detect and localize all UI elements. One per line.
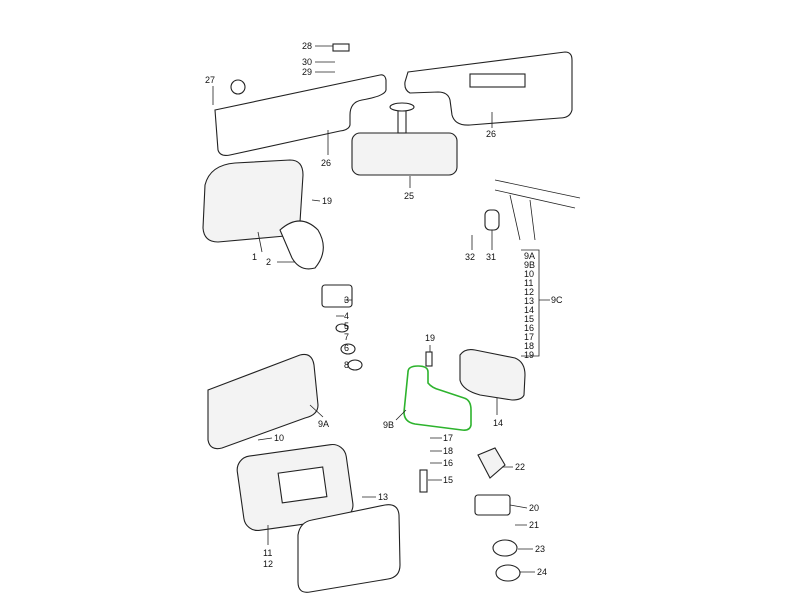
kit-item: 17 (524, 332, 534, 342)
part-31[interactable] (484, 209, 500, 231)
label: 21 (529, 520, 539, 530)
label: 3 (344, 295, 349, 305)
label: 26 (321, 158, 331, 168)
mount-base-3[interactable] (321, 284, 353, 308)
door-frame (494, 179, 581, 241)
kit-item: 9B (524, 260, 535, 270)
label: 17 (443, 433, 453, 443)
kit-item: 12 (524, 287, 534, 297)
label: 2 (266, 257, 271, 267)
label: 14 (493, 418, 503, 428)
mirror-stem (397, 107, 407, 134)
label: 8 (344, 360, 349, 370)
sun-visor-right[interactable] (404, 51, 573, 126)
mirror-bracket-2[interactable] (279, 220, 324, 270)
vanity-mirror (469, 73, 526, 88)
label: 25 (404, 191, 414, 201)
kit-item: 16 (524, 323, 534, 333)
label: 31 (486, 252, 496, 262)
label: 22 (515, 462, 525, 472)
part-labels: 28 30 29 27 26 26 25 19 1 2 3 4 5 7 6 8 … (205, 41, 547, 577)
kit-item: 15 (524, 314, 534, 324)
mirror-glass-12[interactable] (297, 504, 401, 593)
label: 30 (302, 57, 312, 67)
label: 23 (535, 544, 545, 554)
label: 7 (344, 332, 349, 342)
bolt-15[interactable] (419, 469, 428, 493)
label: 24 (537, 567, 547, 577)
label: 28 (302, 41, 312, 51)
part-9B-highlighted[interactable] (403, 365, 472, 431)
leader-lines (212, 45, 550, 573)
label: 20 (529, 503, 539, 513)
label: 5 (344, 321, 349, 331)
label: 1 (252, 252, 257, 262)
label: 19 (425, 333, 435, 343)
screw-19[interactable] (425, 351, 433, 367)
kit-item: 19 (524, 350, 534, 360)
label: 6 (344, 343, 349, 353)
kit-item: 13 (524, 296, 534, 306)
mirror-base (389, 102, 415, 112)
label: 19 (322, 196, 332, 206)
mirror-9A[interactable] (207, 353, 319, 450)
label: 9B (383, 420, 394, 430)
kit-item: 9A (524, 251, 535, 261)
label: 26 (486, 129, 496, 139)
label: 11 (263, 548, 272, 558)
kit-item: 10 (524, 269, 534, 279)
visor-mount-27[interactable] (230, 79, 246, 95)
label: 18 (443, 446, 453, 456)
label: 32 (465, 252, 475, 262)
kit-item: 18 (524, 341, 534, 351)
kit-list: 9A 9B 10 11 12 13 14 15 16 17 18 19 9C (524, 251, 563, 360)
label: 9A (318, 419, 329, 429)
housing-opening (277, 466, 328, 504)
gasket-14[interactable] (459, 349, 526, 401)
label: 16 (443, 458, 453, 468)
kit-label: 9C (551, 295, 563, 305)
label: 10 (274, 433, 284, 443)
part-8[interactable] (347, 359, 363, 371)
kit-item: 11 (524, 278, 533, 288)
kit-item: 14 (524, 305, 534, 315)
label: 13 (378, 492, 388, 502)
part-6[interactable] (340, 343, 356, 355)
rear-view-mirror-25[interactable] (351, 132, 458, 176)
label: 4 (344, 311, 349, 321)
kit-bracket (521, 249, 540, 357)
part-23[interactable] (492, 539, 518, 557)
label: 29 (302, 67, 312, 77)
label: 15 (443, 475, 453, 485)
label: 27 (205, 75, 215, 85)
sun-visor-left[interactable] (214, 74, 387, 156)
base-20[interactable] (474, 494, 511, 516)
visor-clip-28[interactable] (332, 43, 350, 52)
part-24[interactable] (495, 564, 521, 582)
part-22[interactable] (477, 447, 506, 479)
label: 12 (263, 559, 273, 569)
